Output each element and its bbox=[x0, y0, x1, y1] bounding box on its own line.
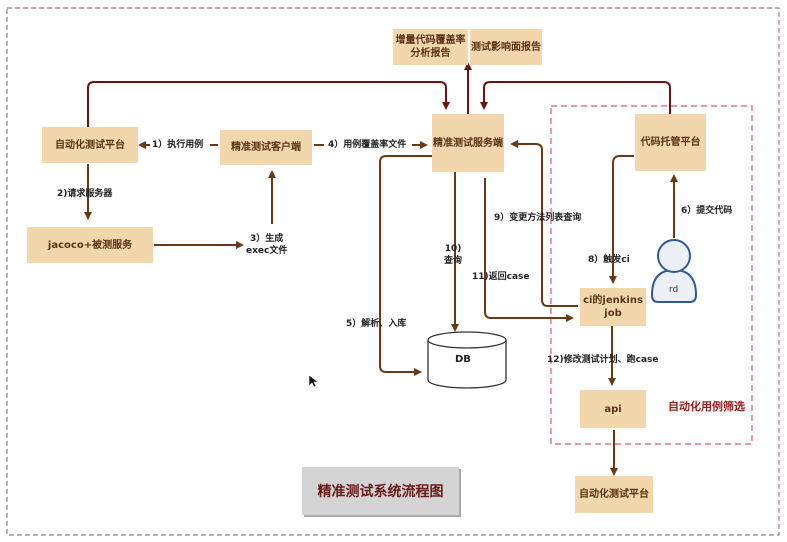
auto-platform-node: 自动化测试平台 bbox=[42, 127, 138, 163]
coverage-report-node: 增量代码覆盖率 分析报告 bbox=[393, 29, 468, 65]
edge-auto-to-server bbox=[87, 81, 450, 127]
jacoco-node: jacoco+被测服务 bbox=[27, 227, 153, 263]
outer-border bbox=[6, 7, 780, 536]
edge-label-6: 6）提交代码 bbox=[681, 206, 733, 216]
client-node: 精准测试客户端 bbox=[220, 130, 312, 165]
edge-8 bbox=[609, 155, 634, 284]
edge-label-9: 9）变更方法列表查询 bbox=[494, 213, 582, 223]
edge-5 bbox=[379, 155, 432, 376]
edge-codehost-to-server bbox=[480, 81, 671, 114]
server-node: 精准测试服务端 bbox=[432, 114, 504, 172]
group-label-auto-filter: 自动化用例筛选 bbox=[668, 400, 745, 413]
edge-label-10: 10) 查询 bbox=[444, 244, 463, 266]
mouse-cursor-icon bbox=[308, 374, 318, 388]
edge-label-2: 2)请求服务器 bbox=[57, 189, 113, 199]
jenkins-node: ci的jenkins job bbox=[580, 288, 646, 326]
db-label: DB bbox=[455, 354, 471, 365]
diagram-title: 精准测试系统流程图 bbox=[302, 467, 459, 515]
rd-user-icon bbox=[650, 239, 698, 303]
edge-9 bbox=[510, 140, 578, 307]
edge-11 bbox=[484, 178, 574, 322]
edge-label-1: 1）执行用例 bbox=[152, 140, 204, 150]
edge-label-11: 11)返回case bbox=[472, 272, 530, 282]
edge-label-8: 8）触发ci bbox=[588, 255, 630, 265]
impact-report-node: 测试影响面报告 bbox=[470, 29, 542, 65]
auto-platform-bottom-node: 自动化测试平台 bbox=[575, 476, 653, 513]
code-host-node: 代码托管平台 bbox=[635, 114, 706, 171]
db-cylinder bbox=[427, 331, 507, 389]
edge-label-12: 12)修改测试计划、跑case bbox=[547, 355, 659, 365]
rd-label: rd bbox=[669, 285, 679, 295]
api-node: api bbox=[580, 390, 646, 428]
edge-label-3: 3）生成 exec文件 bbox=[246, 234, 288, 256]
edge-label-4: 4）用例覆盖率文件 bbox=[328, 140, 407, 150]
auto-case-filter-group bbox=[550, 105, 753, 445]
edge-label-5: 5）解析、入库 bbox=[346, 319, 407, 329]
